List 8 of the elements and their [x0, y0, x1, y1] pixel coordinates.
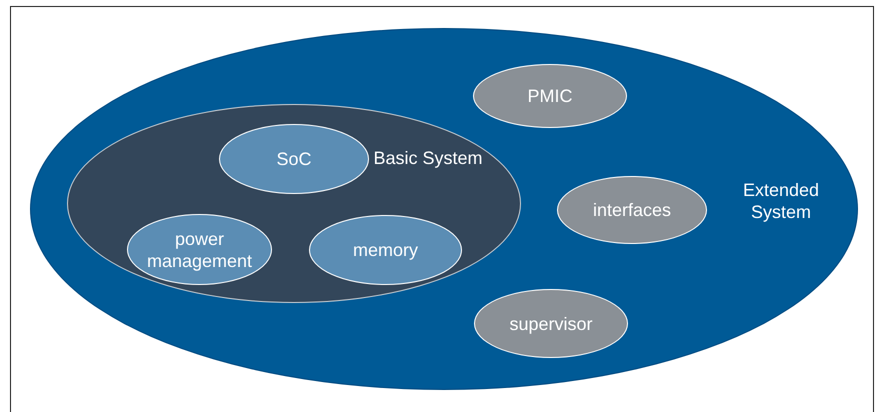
component-label: PMIC: [528, 85, 572, 107]
group-label: Basic System: [373, 147, 483, 169]
component-label: memory: [352, 239, 418, 261]
group-label: Extended System: [742, 179, 820, 223]
component-label: SoC: [276, 148, 312, 170]
component-label: interfaces: [592, 199, 672, 221]
component-label: power management: [146, 228, 254, 272]
component-label: supervisor: [509, 312, 593, 334]
